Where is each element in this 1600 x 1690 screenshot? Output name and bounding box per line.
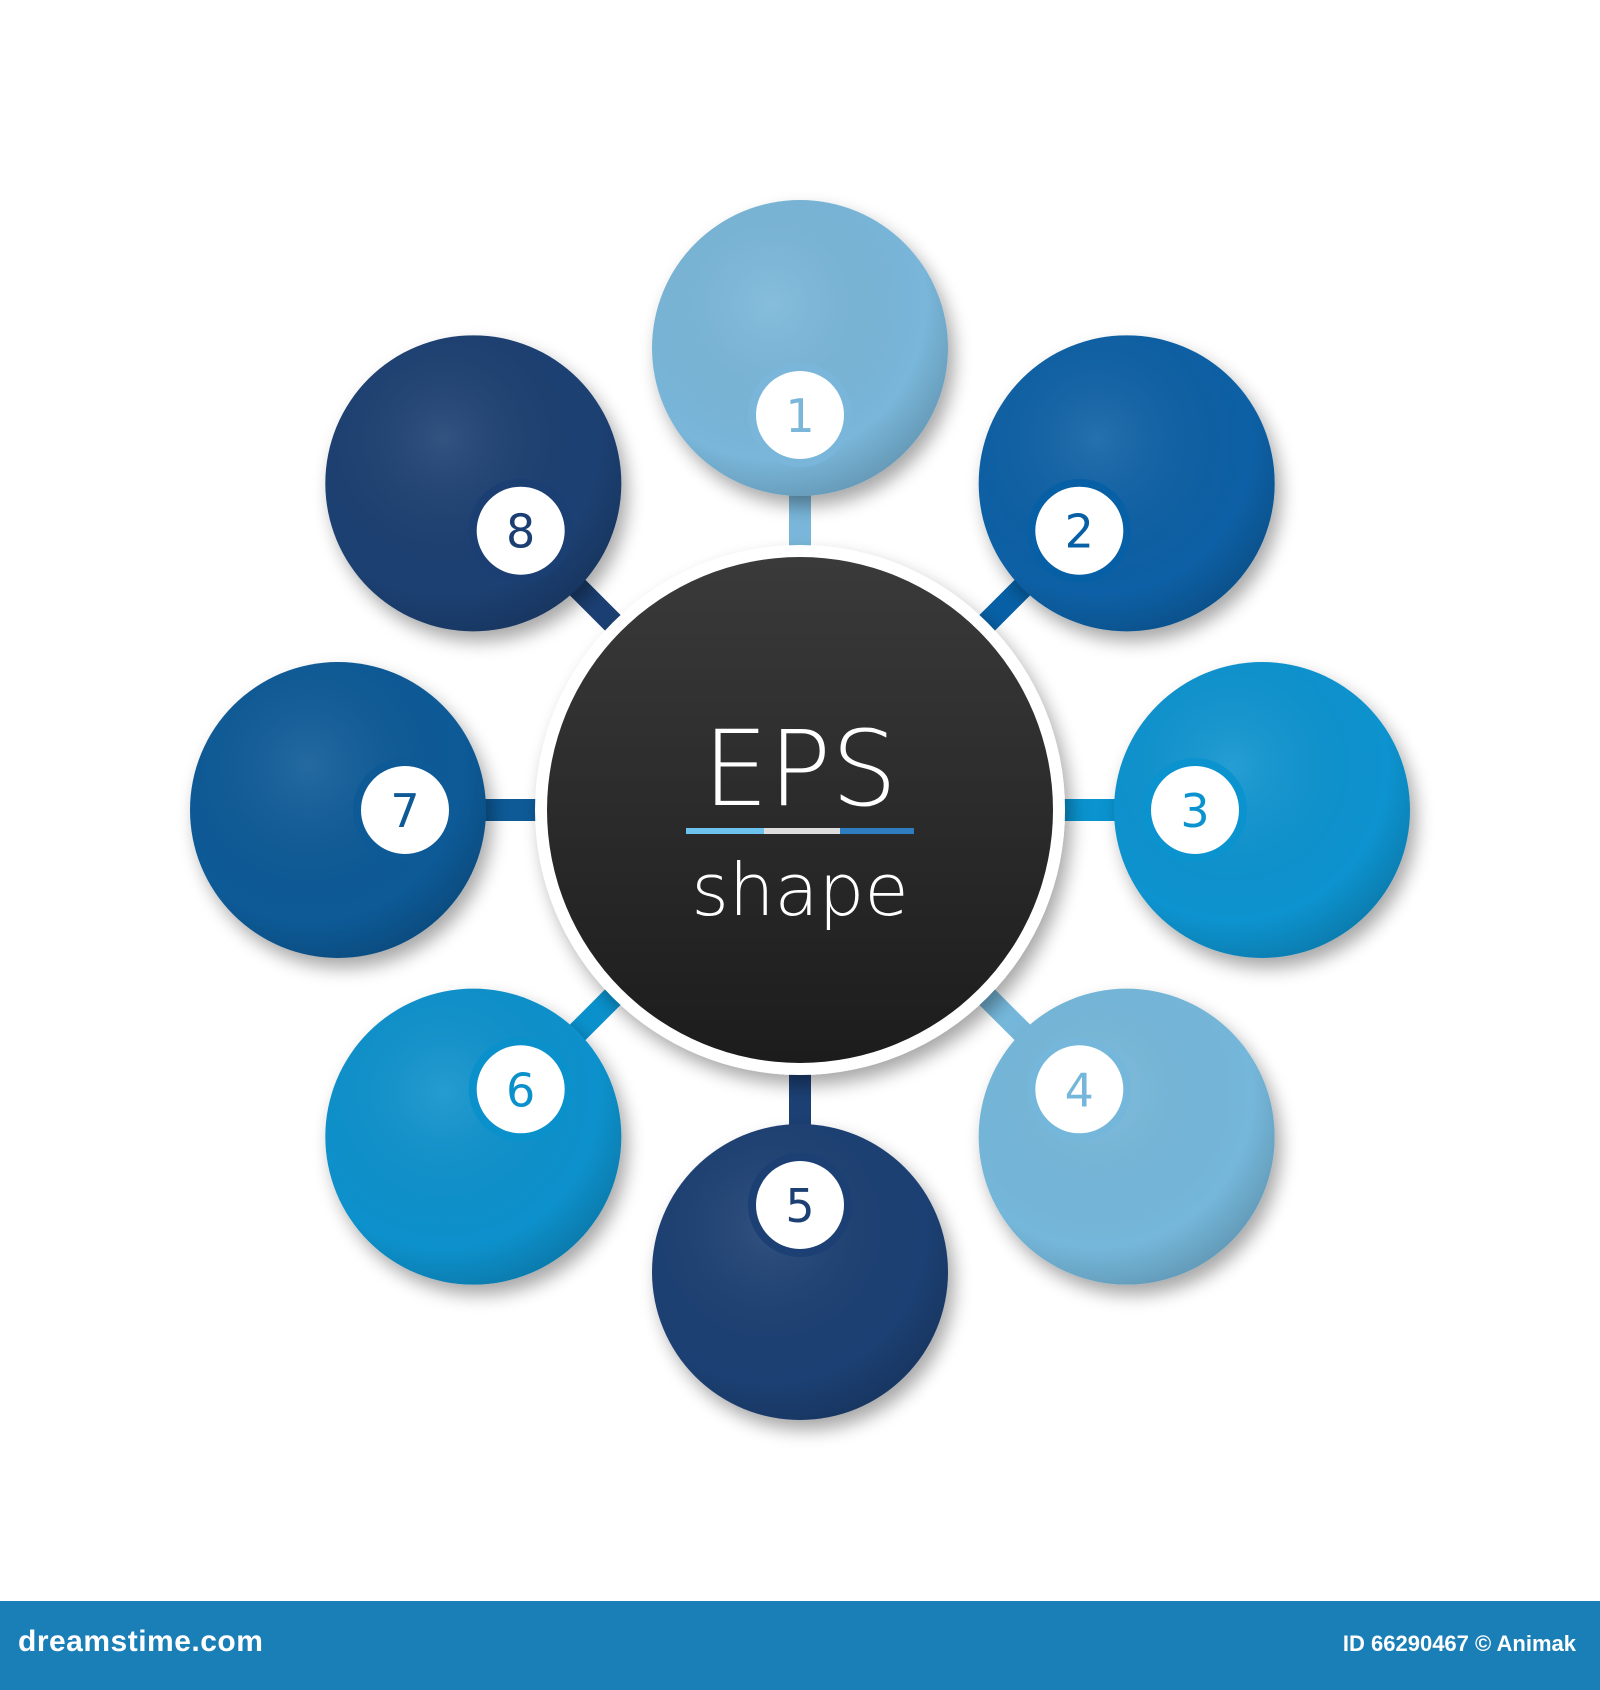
badge-1: 1 <box>748 363 852 467</box>
node-3 <box>1114 662 1410 958</box>
badge-layer: 1 2 3 4 5 6 7 8 <box>353 363 1247 1257</box>
node-shade-5 <box>652 1124 948 1420</box>
node-8 <box>325 335 622 632</box>
badge-number-7: 7 <box>390 784 419 838</box>
badge-7: 7 <box>353 758 457 862</box>
node-shade-1 <box>652 200 948 496</box>
hub-diagram: EPS shape 1 2 3 4 5 6 7 8 <box>190 200 1410 1420</box>
node-shade-4 <box>978 988 1275 1285</box>
node-5 <box>652 1124 948 1420</box>
badge-2: 2 <box>1027 478 1132 583</box>
node-7 <box>190 662 486 958</box>
center-underline-seg-2 <box>764 828 840 834</box>
badge-number-2: 2 <box>1065 505 1094 559</box>
center-title: EPS <box>703 708 897 830</box>
center-underline-seg-3 <box>840 828 914 834</box>
badge-number-3: 3 <box>1180 784 1209 838</box>
badge-number-8: 8 <box>506 505 535 559</box>
node-shade-2 <box>978 335 1275 632</box>
badge-circle-2 <box>1035 486 1124 575</box>
badge-number-5: 5 <box>785 1179 814 1233</box>
footer-brand[interactable]: dreamstime.com <box>18 1625 264 1658</box>
badge-circle-1 <box>756 371 844 459</box>
badge-3: 3 <box>1143 758 1247 862</box>
node-shade-6 <box>325 988 622 1285</box>
node-6 <box>325 988 622 1285</box>
badge-5: 5 <box>748 1153 852 1257</box>
center-underline-seg-1 <box>686 828 764 834</box>
badge-circle-3 <box>1151 766 1239 854</box>
node-4 <box>978 988 1275 1285</box>
badge-4: 4 <box>1027 1037 1132 1142</box>
center-hub: EPS shape <box>535 545 1065 1075</box>
badge-number-6: 6 <box>506 1063 535 1117</box>
node-shade-8 <box>325 335 622 632</box>
badge-number-4: 4 <box>1065 1063 1094 1117</box>
badge-circle-5 <box>756 1161 844 1249</box>
center-circle <box>547 557 1053 1063</box>
center-subtitle: shape <box>691 848 908 932</box>
footer-bar: dreamstime.com ID 66290467 © Animak <box>0 1601 1600 1690</box>
badge-circle-4 <box>1035 1045 1124 1134</box>
footer-credit: ID 66290467 © Animak <box>1342 1631 1576 1656</box>
badge-8: 8 <box>468 478 573 583</box>
node-2 <box>978 335 1275 632</box>
node-shade-7 <box>190 662 486 958</box>
badge-number-1: 1 <box>785 389 814 443</box>
badge-circle-6 <box>476 1045 565 1134</box>
node-1 <box>652 200 948 496</box>
badge-circle-8 <box>476 486 565 575</box>
badge-circle-7 <box>361 766 449 854</box>
badge-6: 6 <box>468 1037 573 1142</box>
node-shade-3 <box>1114 662 1410 958</box>
